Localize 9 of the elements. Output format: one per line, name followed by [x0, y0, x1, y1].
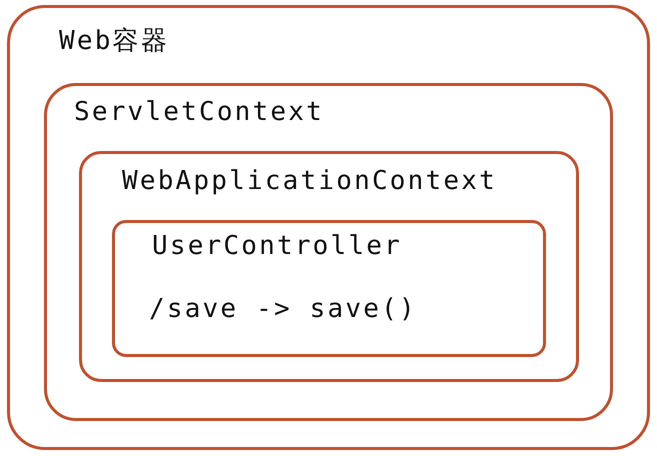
nested-frame [7, 5, 650, 450]
mapping-text: /save -> save() [149, 293, 417, 326]
frame-title: Web容器 [59, 25, 169, 58]
nested-frame [44, 83, 613, 421]
frame-title: WebApplicationContext [122, 165, 497, 198]
frame-title: UserController [152, 230, 402, 263]
nested-frame [112, 220, 546, 357]
nested-frame [79, 151, 579, 382]
frame-title: ServletContext [74, 96, 324, 129]
